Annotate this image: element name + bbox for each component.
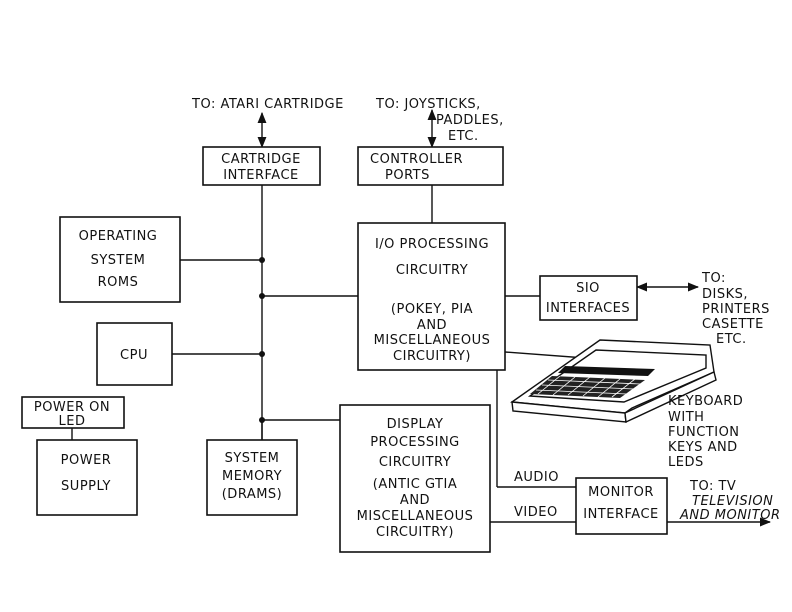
svg-text:CIRCUITRY: CIRCUITRY	[396, 263, 468, 278]
svg-text:SIO: SIO	[576, 281, 600, 296]
svg-text:OPERATING: OPERATING	[79, 229, 158, 244]
sio-destination-label: TO: DISKS, PRINTERS CASETTE ETC.	[701, 271, 770, 347]
svg-text:TELEVISION: TELEVISION	[692, 494, 773, 509]
svg-text:PORTS: PORTS	[385, 168, 430, 183]
monitor-destination-label: TO: TV TELEVISION AND MONITOR	[679, 479, 780, 523]
svg-text:CARTRIDGE: CARTRIDGE	[221, 152, 301, 167]
svg-text:AND: AND	[417, 318, 447, 333]
power-supply-label: POWER SUPPLY	[61, 453, 112, 494]
svg-text:(ANTIC GTIA: (ANTIC GTIA	[373, 477, 457, 492]
svg-text:WITH: WITH	[668, 410, 704, 425]
io-processing-box	[357, 222, 506, 371]
cpu-box	[96, 322, 173, 386]
svg-text:PROCESSING: PROCESSING	[370, 435, 460, 450]
system-memory-box	[206, 439, 298, 516]
power-supply-box	[36, 439, 138, 516]
svg-text:POWER ON: POWER ON	[34, 400, 110, 415]
svg-text:INTERFACE: INTERFACE	[583, 507, 659, 522]
svg-text:CONTROLLER: CONTROLLER	[370, 152, 463, 167]
video-signal-label: VIDEO	[514, 505, 558, 520]
svg-text:TO:: TO:	[701, 271, 726, 286]
display-processing-box	[339, 404, 491, 553]
os-roms-box	[59, 216, 181, 303]
os-roms-label: OPERATING SYSTEM ROMS	[79, 229, 158, 290]
svg-text:AND: AND	[400, 493, 430, 508]
svg-text:PADDLES,: PADDLES,	[436, 113, 504, 128]
svg-text:MISCELLANEOUS: MISCELLANEOUS	[374, 333, 491, 348]
cpu-label: CPU	[120, 348, 148, 363]
cartridge-interface-box	[202, 146, 321, 186]
io-processing-label: I/O PROCESSING CIRCUITRY (POKEY, PIA AND…	[374, 237, 491, 364]
power-led-box	[21, 396, 125, 429]
svg-text:SYSTEM: SYSTEM	[91, 253, 146, 268]
svg-text:SYSTEM: SYSTEM	[225, 451, 280, 466]
svg-text:AND MONITOR: AND MONITOR	[679, 508, 780, 523]
svg-text:INTERFACES: INTERFACES	[546, 301, 630, 316]
svg-text:PRINTERS: PRINTERS	[702, 302, 770, 317]
svg-text:KEYBOARD: KEYBOARD	[668, 394, 743, 409]
svg-text:LED: LED	[59, 414, 86, 429]
svg-text:MEMORY: MEMORY	[222, 469, 282, 484]
svg-text:SUPPLY: SUPPLY	[61, 479, 111, 494]
monitor-interface-box	[575, 477, 668, 535]
cartridge-destination-label: TO: ATARI CARTRIDGE	[191, 97, 344, 112]
svg-text:DISKS,: DISKS,	[702, 287, 748, 302]
sio-interfaces-label: SIO INTERFACES	[546, 281, 630, 316]
svg-text:ETC.: ETC.	[716, 332, 747, 347]
controller-ports-box	[357, 146, 504, 186]
controllers-destination-label: TO: JOYSTICKS, PADDLES, ETC.	[375, 97, 504, 144]
svg-text:FUNCTION: FUNCTION	[668, 425, 740, 440]
system-memory-label: SYSTEM MEMORY (DRAMS)	[222, 451, 283, 502]
svg-text:I/O PROCESSING: I/O PROCESSING	[375, 237, 489, 252]
svg-text:ETC.: ETC.	[448, 129, 479, 144]
audio-signal-label: AUDIO	[514, 470, 559, 485]
controller-ports-label: CONTROLLER PORTS	[370, 152, 463, 183]
svg-text:CIRCUITRY): CIRCUITRY)	[393, 349, 471, 364]
svg-text:ROMS: ROMS	[98, 275, 139, 290]
svg-text:POWER: POWER	[61, 453, 112, 468]
svg-text:CIRCUITRY: CIRCUITRY	[379, 455, 451, 470]
sio-interfaces-box	[539, 275, 638, 321]
svg-text:DISPLAY: DISPLAY	[387, 417, 444, 432]
keyboard-drawing	[510, 339, 717, 424]
svg-text:(POKEY, PIA: (POKEY, PIA	[391, 302, 473, 317]
svg-text:TO: TV: TO: TV	[689, 479, 736, 494]
svg-text:MONITOR: MONITOR	[588, 485, 654, 500]
svg-text:INTERFACE: INTERFACE	[223, 168, 299, 183]
svg-text:CIRCUITRY): CIRCUITRY)	[376, 525, 454, 540]
power-led-label: POWER ON LED	[34, 400, 110, 429]
display-processing-label: DISPLAY PROCESSING CIRCUITRY (ANTIC GTIA…	[357, 417, 474, 540]
cartridge-interface-label: CARTRIDGE INTERFACE	[221, 152, 301, 183]
svg-text:KEYS AND: KEYS AND	[668, 440, 738, 455]
keyboard-label: KEYBOARD WITH FUNCTION KEYS AND LEDS	[668, 394, 743, 470]
svg-text:MISCELLANEOUS: MISCELLANEOUS	[357, 509, 474, 524]
svg-text:CASETTE: CASETTE	[702, 317, 764, 332]
svg-text:(DRAMS): (DRAMS)	[222, 487, 283, 502]
svg-text:LEDS: LEDS	[668, 455, 704, 470]
monitor-interface-label: MONITOR INTERFACE	[583, 485, 659, 522]
svg-text:TO: JOYSTICKS,: TO: JOYSTICKS,	[375, 97, 481, 112]
